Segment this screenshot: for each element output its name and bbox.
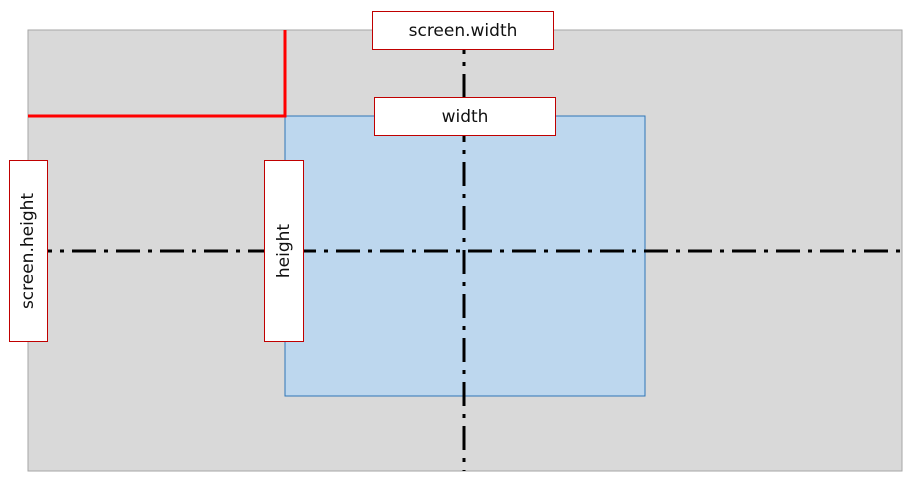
offset-indicator-line — [28, 30, 287, 118]
screen-height-label: screen.height — [9, 160, 48, 342]
height-text: height — [274, 223, 294, 279]
screen-width-label: screen.width — [372, 11, 554, 50]
width-text: width — [441, 106, 489, 127]
screen-height-text: screen.height — [18, 192, 39, 310]
height-label: height — [264, 160, 304, 342]
screen-width-text: screen.width — [408, 20, 518, 41]
width-label: width — [374, 97, 556, 136]
